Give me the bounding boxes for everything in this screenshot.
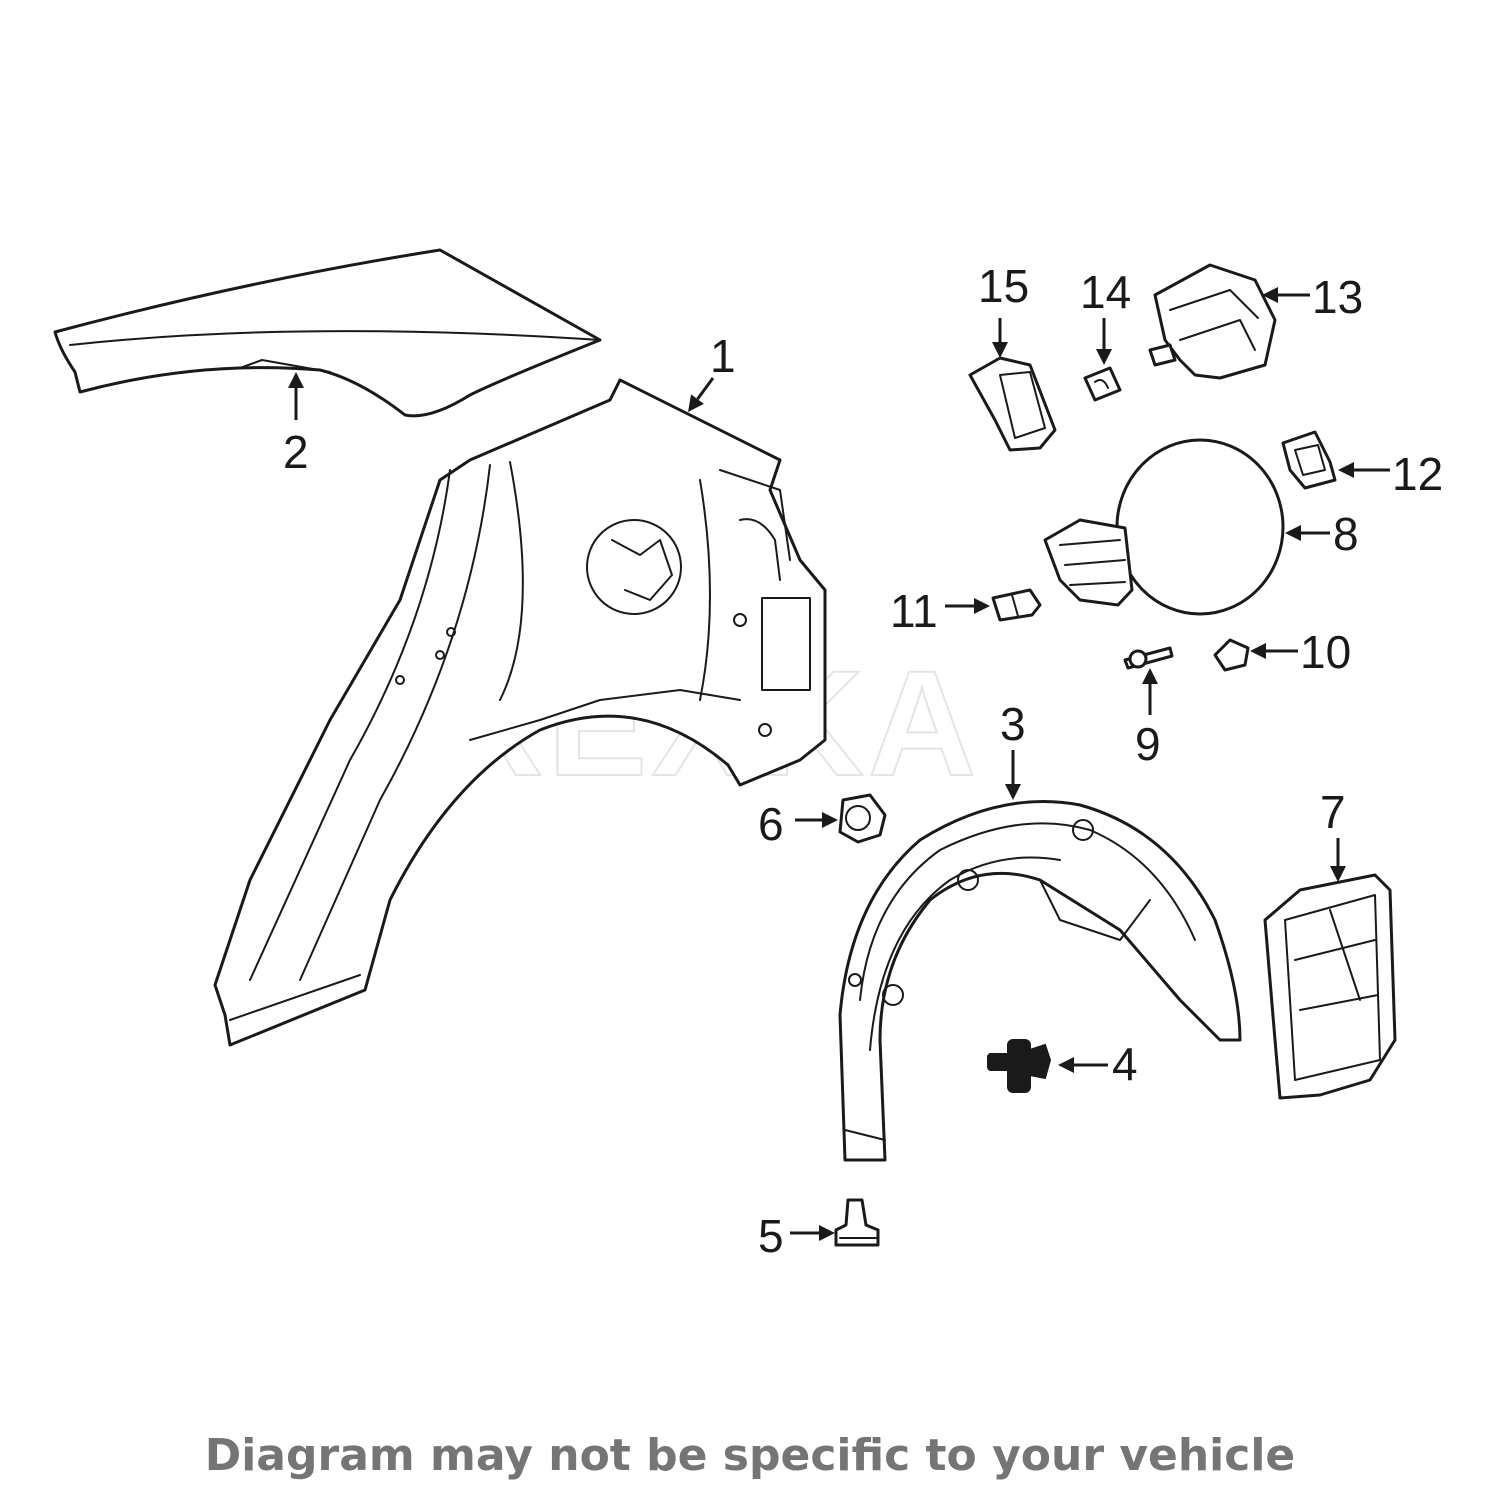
callout-14: 14 [1080, 266, 1131, 365]
part-3-wheel-liner [838, 800, 1242, 1162]
disclaimer-caption: Diagram may not be specific to your vehi… [204, 1430, 1296, 1481]
callout-7-arrowhead [1330, 866, 1346, 882]
callout-1-arrowhead [688, 394, 704, 412]
callout-10-arrowhead [1250, 643, 1266, 659]
callout-2: 2 [283, 372, 309, 478]
callout-9-number: 9 [1135, 718, 1161, 770]
callout-13-arrowhead [1262, 287, 1278, 303]
part-10-grommet [1213, 638, 1250, 672]
part-9-clip [1123, 646, 1174, 670]
callout-1-leader-line [696, 377, 715, 400]
callout-13-number: 13 [1312, 271, 1363, 323]
part-14-retainer [1083, 366, 1122, 402]
callout-7: 7 [1320, 786, 1346, 882]
part-4-push-clip [987, 1039, 1052, 1093]
part-7-splash-shield [1263, 873, 1397, 1100]
callout-6-arrowhead [822, 812, 838, 828]
callout-1: 1 [688, 330, 736, 412]
callout-2-arrowhead [288, 372, 304, 388]
callout-3-number: 3 [1000, 698, 1026, 750]
callout-15-number: 15 [978, 260, 1029, 312]
callout-12-arrowhead [1338, 462, 1354, 478]
callout-3-arrowhead [1005, 784, 1021, 800]
callout-12: 12 [1338, 448, 1443, 500]
part-5-clip [834, 1198, 880, 1247]
callout-3: 3 [1000, 698, 1026, 800]
callout-11-number: 11 [890, 585, 938, 637]
part-13-actuator [1148, 263, 1277, 380]
callout-4-number: 4 [1112, 1038, 1138, 1090]
part-11-bracket [991, 588, 1042, 622]
callout-15: 15 [978, 260, 1029, 358]
callout-13: 13 [1262, 271, 1363, 323]
callout-11-arrowhead [974, 598, 990, 614]
callout-15-arrowhead [992, 342, 1008, 358]
callout-14-number: 14 [1080, 266, 1131, 318]
callout-4-arrowhead [1058, 1057, 1074, 1073]
callout-10-number: 10 [1300, 626, 1351, 678]
callout-1-number: 1 [710, 330, 736, 382]
callout-8: 8 [1285, 508, 1359, 560]
callout-5: 5 [758, 1210, 835, 1262]
callout-8-number: 8 [1333, 508, 1359, 560]
part-2-roof-rail [53, 248, 602, 418]
callout-8-arrowhead [1285, 525, 1301, 541]
callout-7-number: 7 [1320, 786, 1346, 838]
part-1-quarter-panel [213, 378, 827, 1047]
part-6-nut [838, 793, 887, 844]
callout-10: 10 [1250, 626, 1351, 678]
callout-2-number: 2 [283, 426, 309, 478]
callout-12-number: 12 [1392, 448, 1443, 500]
callout-11: 11 [890, 585, 990, 637]
part-12-housing-clip [1281, 430, 1337, 490]
callout-6: 6 [758, 798, 838, 850]
callout-4: 4 [1058, 1038, 1138, 1090]
callout-5-arrowhead [819, 1225, 835, 1241]
callout-5-number: 5 [758, 1210, 784, 1262]
callout-9: 9 [1135, 668, 1161, 770]
callout-9-arrowhead [1142, 668, 1158, 684]
part-8-fuel-door [1043, 438, 1285, 616]
callout-6-number: 6 [758, 798, 784, 850]
callout-14-arrowhead [1096, 349, 1112, 365]
part-15-cover [968, 356, 1057, 452]
